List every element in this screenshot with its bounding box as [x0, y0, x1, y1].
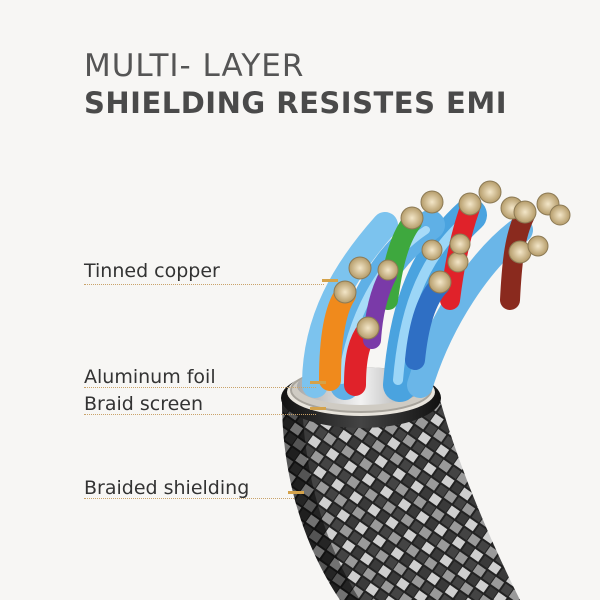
braided-jacket [282, 400, 520, 600]
label-braid-screen: Braid screen [84, 393, 204, 415]
leader-braided-shielding [84, 498, 294, 499]
marker-braided-shielding [288, 491, 304, 494]
marker-tinned-copper [322, 279, 338, 282]
title-line-2: SHIELDING RESISTES EMI [84, 86, 508, 120]
leader-tinned-copper [84, 284, 324, 285]
leader-aluminum-foil [84, 387, 316, 388]
marker-aluminum-foil [310, 381, 326, 384]
label-tinned-copper: Tinned copper [84, 260, 220, 282]
label-aluminum-foil: Aluminum foil [84, 366, 216, 388]
marker-braid-screen [310, 407, 326, 410]
leader-braid-screen [84, 414, 316, 415]
label-braided-shielding: Braided shielding [84, 477, 250, 499]
title-line-1: MULTI- LAYER [84, 48, 305, 84]
tinned-copper-ends [333, 180, 571, 340]
